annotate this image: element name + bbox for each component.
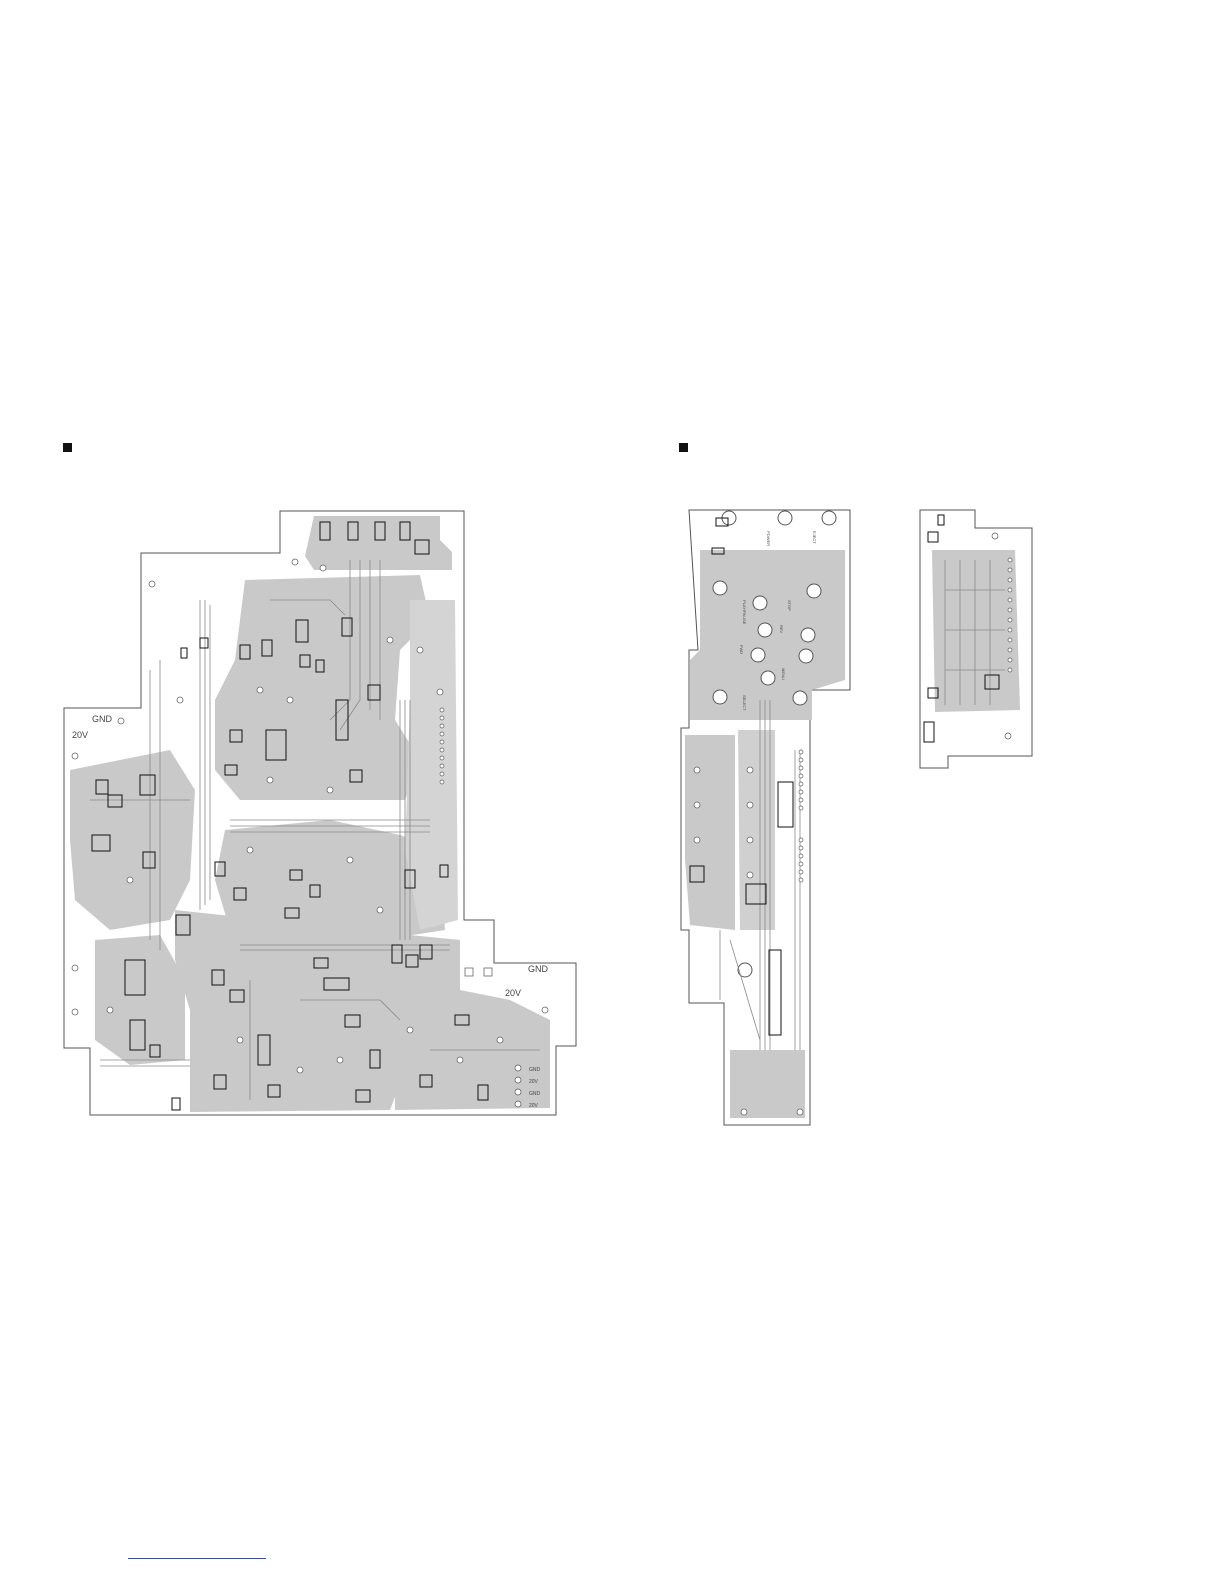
gnd-label-top: GND	[92, 714, 113, 724]
switch-label: MENU	[781, 668, 786, 680]
connector-pin-label: 20V	[529, 1079, 539, 1085]
switch-label: REV	[779, 625, 784, 634]
copper-pour-top	[305, 516, 452, 570]
panel-board: POWER EJECT PLAY/PAUSE STOP REV FWD MENU…	[681, 510, 850, 1125]
footer-link-underline[interactable]	[128, 1558, 266, 1559]
connector-pin-label: GND	[529, 1067, 541, 1073]
copper-pour-right-column	[405, 600, 458, 930]
connector-board	[920, 510, 1032, 768]
panel-copper-column	[738, 730, 775, 930]
switch-label: EJECT	[812, 531, 817, 544]
connector-pin-label: GND	[529, 1091, 541, 1097]
switch-label: STOP	[787, 600, 792, 611]
20v-label-bottom: 20V	[505, 988, 521, 998]
switch-label: POWER	[766, 531, 771, 546]
gnd-label-bottom: GND	[528, 964, 549, 974]
switch-label: FWD	[739, 645, 744, 654]
switch-label: PLAY/PAUSE	[742, 600, 747, 625]
main-board: GND 20V GND 20V GND 20V GND 20V	[64, 511, 576, 1115]
switch-label: SELECT	[742, 695, 747, 711]
panel-copper-bottom	[730, 1050, 805, 1118]
panel-copper-strip	[685, 735, 735, 930]
connector-pin-label: 20V	[529, 1103, 539, 1109]
20v-label-top: 20V	[72, 730, 88, 740]
copper-pour-left	[70, 750, 195, 930]
